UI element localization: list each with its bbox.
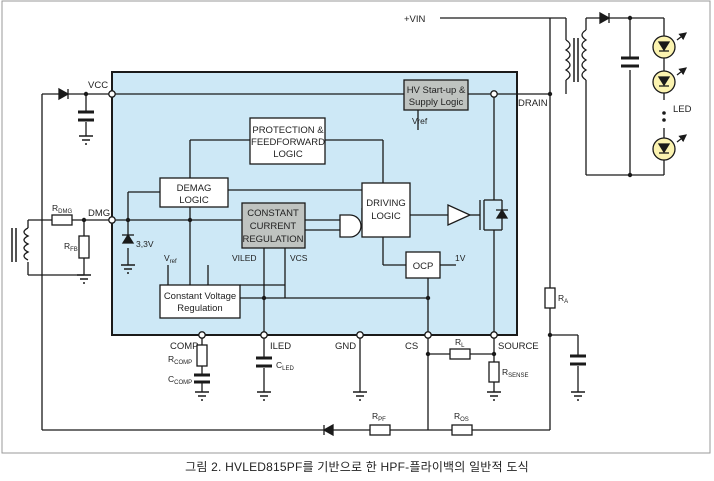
rdmg-label: RDMG [52, 203, 72, 215]
cled-label: CLED [276, 360, 294, 372]
pin-gnd-label: GND [335, 341, 356, 352]
v1-label: 1V [455, 253, 466, 263]
driving-block [361, 182, 411, 238]
protection-label-3: LOGIC [273, 149, 303, 160]
ccr-label-3: REGULATION [242, 234, 303, 245]
cvr-block [159, 284, 241, 319]
ocp-block [405, 251, 441, 279]
vref-small-label: Vref [164, 253, 177, 265]
ccr-label-1: CONSTANT [247, 208, 299, 219]
pin-iled-label: ILED [270, 341, 291, 352]
protection-label-1: PROTECTION & [252, 125, 324, 136]
and-gate [339, 214, 362, 238]
rfb-label: RFB [64, 241, 78, 253]
pin-comp-label: COMP [170, 341, 199, 352]
vin-label: +VIN [404, 14, 426, 25]
pin-dmg-label: DMG [88, 208, 110, 219]
led-string [652, 32, 688, 161]
demag-label-1: DEMAG [177, 183, 212, 194]
hv-startup-block [403, 79, 469, 111]
protection-block [249, 117, 326, 165]
viled-label: VILED [232, 253, 257, 263]
demag-block [159, 177, 229, 208]
transformer [11, 29, 588, 262]
protection-label-2: FEEDFORWARD [251, 137, 325, 148]
capacitors [78, 56, 639, 384]
rsense-label: RSENSE [502, 367, 528, 379]
hv-startup-label-1: HV Start-up & [407, 85, 466, 96]
diodes [58, 11, 611, 437]
pin-source-label: SOURCE [498, 341, 539, 352]
ground-symbols [77, 135, 585, 401]
cvr-label-2: Regulation [177, 303, 222, 314]
ros-label: ROS [454, 411, 469, 423]
figure-frame [1, 0, 711, 454]
gate-driver-buffer [447, 203, 472, 227]
vref-label: Vref [412, 116, 428, 126]
ccomp-label: CCOMP [168, 374, 192, 386]
figure-caption: 그림 2. HVLED815PF를 기반으로 한 HPF-플라이백의 일반적 도… [185, 460, 529, 474]
ccr-block [241, 202, 306, 249]
pin-nodes [108, 90, 498, 339]
rl-label: RL [455, 337, 465, 349]
rpf-label: RPF [372, 411, 386, 423]
rcomp-label: RCOMP [168, 354, 192, 366]
cvr-label-1: Constant Voltage [164, 291, 236, 302]
led-label: LED [673, 104, 692, 115]
ocp-label: OCP [413, 261, 434, 272]
resistors [51, 214, 556, 436]
ra-label: RA [558, 293, 568, 305]
driving-label-2: LOGIC [371, 211, 401, 222]
vcs-label: VCS [290, 253, 308, 263]
pin-drain-label: DRAIN [518, 98, 548, 109]
pin-vcc-label: VCC [88, 80, 108, 91]
driving-label-1: DRIVING [366, 198, 406, 209]
v33-label: 3,3V [136, 239, 154, 249]
pin-cs-label: CS [405, 341, 418, 352]
demag-label-2: LOGIC [179, 195, 209, 206]
hv-startup-label-2: Supply Logic [409, 97, 464, 108]
junction-dots [81, 15, 633, 357]
ccr-label-2: CURRENT [250, 221, 297, 232]
